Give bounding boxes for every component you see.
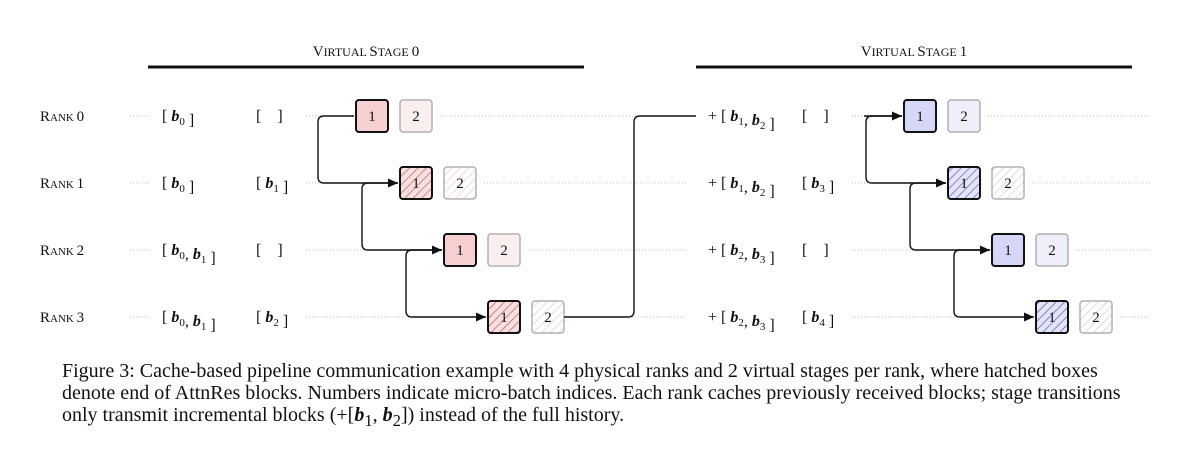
microbatch-label-s1-r3-1: 1 — [1048, 310, 1056, 326]
microbatch-box-s1-r2-1 — [991, 233, 1025, 267]
microbatch-label-s1-r2-2: 2 — [1048, 243, 1056, 259]
rank-label-3: RANK 3 — [40, 310, 84, 326]
stage-title-1: VIRTUAL STAGE 1 — [861, 44, 968, 60]
caption-b2: b — [382, 404, 393, 426]
s1-received-3: + [ b2, b3 ] — [708, 309, 775, 334]
s0-received-3: [ b0, b1 ] — [162, 309, 216, 334]
microbatch-box-s1-r0-1 — [903, 99, 937, 133]
caption-b2-sub: 2 — [392, 411, 401, 430]
microbatch-box-s1-r3-1 — [1035, 300, 1069, 334]
microbatch-box-s1-r2-2 — [1035, 233, 1069, 267]
microbatch-label-s1-r1-1: 1 — [960, 176, 968, 192]
caption-text-suffix: ]) instead of the full history. — [400, 404, 625, 426]
s1-received-2: + [ b2, b3 ] — [708, 242, 775, 267]
s0-cached-1: [ b1 ] — [256, 175, 288, 196]
caption-b1: b — [354, 404, 365, 426]
figure-caption: Figure 3: Cache-based pipeline communica… — [62, 360, 1152, 432]
s1-received-1: + [ b1, b2 ] — [708, 175, 775, 200]
microbatch-box-s0-r2-1 — [443, 233, 477, 267]
microbatch-box-s0-r0-1 — [355, 99, 389, 133]
s0-received-2: [ b0, b1 ] — [162, 242, 216, 267]
s1-cached-0: [ ] — [802, 108, 829, 125]
microbatch-label-s1-r0-2: 2 — [960, 109, 968, 125]
pipeline-diagram: VIRTUAL STAGE 0 VIRTUAL STAGE 1 RANK 0 [ b0… — [40, 44, 1150, 334]
stage0-arrow-1 — [361, 182, 442, 255]
microbatch-label-s1-r0-1: 1 — [916, 109, 924, 125]
microbatch-label-s0-r0-1: 1 — [368, 109, 376, 125]
s0-received-1: [ b0 ] — [162, 175, 194, 196]
stage0-arrow-0 — [317, 115, 398, 188]
s0-cached-3: [ b2 ] — [256, 309, 288, 330]
microbatch-box-s1-r1-1 — [947, 166, 981, 200]
stage0-arrow-2 — [405, 249, 486, 322]
microbatch-label-s0-r0-2: 2 — [412, 109, 420, 125]
s0-received-0: [ b0 ] — [162, 108, 194, 129]
microbatch-box-s1-r1-2 — [991, 166, 1025, 200]
s1-cached-2: [ ] — [802, 242, 829, 259]
microbatch-label-s1-r1-2: 2 — [1004, 176, 1012, 192]
microbatch-label-s0-r2-1: 1 — [456, 243, 464, 259]
microbatch-box-s0-r1-1 — [399, 166, 433, 200]
microbatch-box-s0-r2-2 — [487, 233, 521, 267]
s1-cached-3: [ b4 ] — [802, 309, 834, 330]
microbatch-label-s0-r2-2: 2 — [500, 243, 508, 259]
microbatch-label-s0-r1-2: 2 — [456, 176, 464, 192]
caption-text-prefix: Figure 3: Cache-based pipeline communica… — [62, 360, 1121, 426]
s0-cached-2: [ ] — [256, 242, 283, 259]
caption-b1-sub: 1 — [364, 411, 373, 430]
caption-sep: , — [372, 404, 383, 426]
microbatch-label-s1-r2-1: 1 — [1004, 243, 1012, 259]
s0-cached-0: [ ] — [256, 108, 283, 125]
stage1-arrow-1 — [909, 182, 990, 255]
stage-transition-arrow — [564, 115, 696, 318]
rank-label-1: RANK 1 — [40, 176, 84, 192]
microbatch-label-s0-r1-1: 1 — [412, 176, 420, 192]
stage-title-0: VIRTUAL STAGE 0 — [313, 44, 420, 60]
s1-cached-1: [ b3 ] — [802, 175, 834, 196]
microbatch-box-s1-r3-2 — [1079, 300, 1113, 334]
s1-received-0: + [ b1, b2 ] — [708, 108, 775, 133]
microbatch-box-s0-r3-1 — [487, 300, 521, 334]
microbatch-box-s1-r0-2 — [947, 99, 981, 133]
stage1-arrow-2 — [953, 249, 1034, 322]
microbatch-label-s1-r3-2: 2 — [1092, 310, 1100, 326]
rank-label-2: RANK 2 — [40, 243, 84, 259]
microbatch-box-s0-r1-2 — [443, 166, 477, 200]
microbatch-box-s0-r0-2 — [399, 99, 433, 133]
microbatch-label-s0-r3-1: 1 — [500, 310, 508, 326]
rank-label-0: RANK 0 — [40, 109, 84, 125]
microbatch-label-s0-r3-2: 2 — [544, 310, 552, 326]
